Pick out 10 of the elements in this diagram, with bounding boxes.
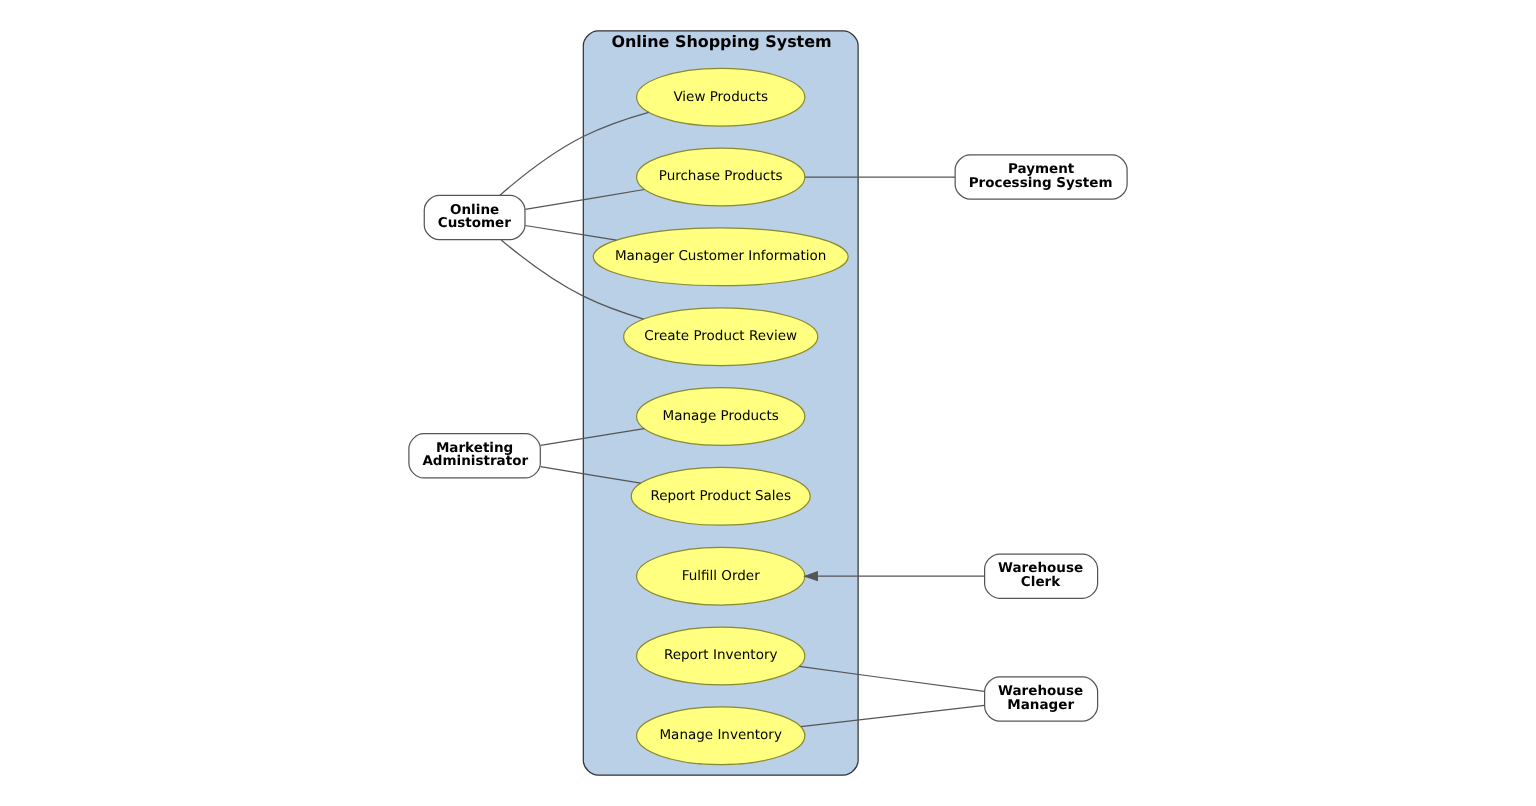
connector [499,111,650,197]
connector [500,239,645,320]
connector [800,704,985,728]
arrow [803,571,985,582]
connector [524,224,618,241]
connector [539,465,642,484]
connector [524,188,645,210]
connector [798,665,985,693]
connector [804,176,956,178]
connector [539,428,645,446]
